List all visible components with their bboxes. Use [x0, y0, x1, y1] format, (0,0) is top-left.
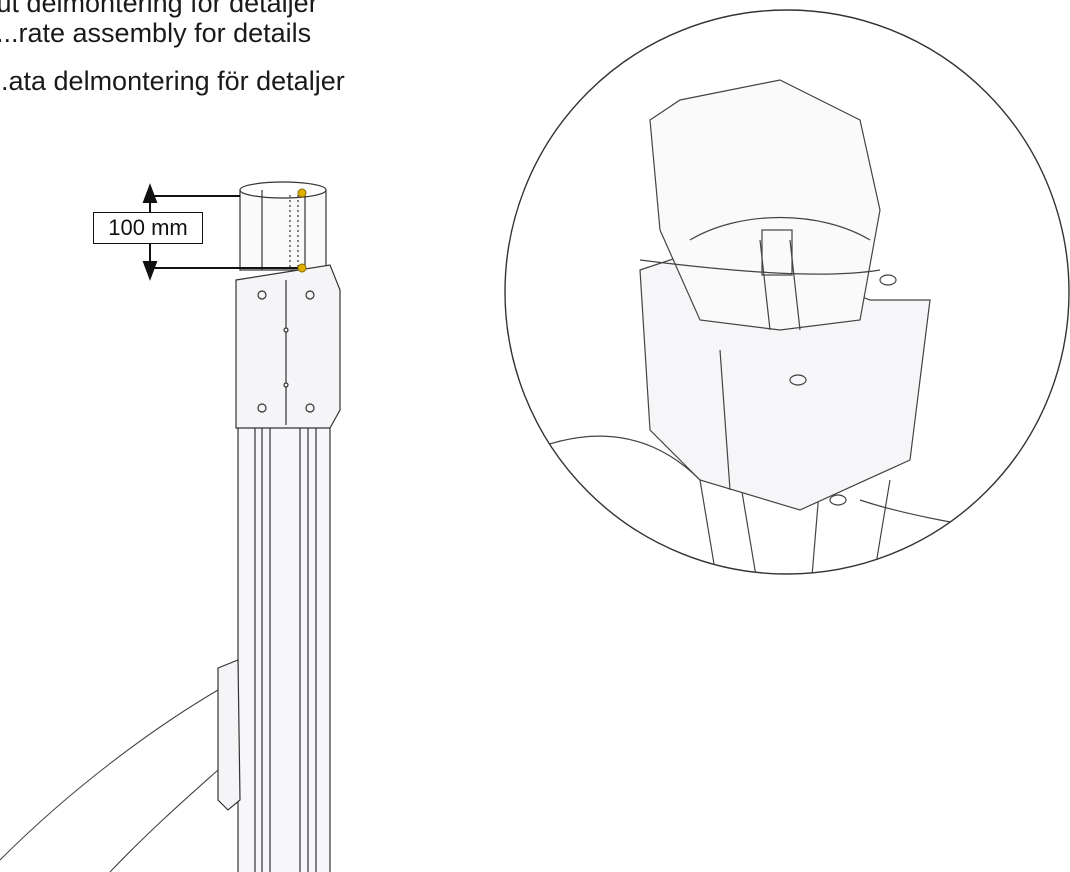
inner-tube: [239, 181, 327, 271]
column: [237, 419, 331, 872]
position-markers: [297, 188, 307, 273]
detail-circle: [504, 9, 1070, 575]
dimension-arrows: [142, 183, 300, 281]
caption-line-2: ...rate assembly for details: [0, 18, 312, 48]
caption-line-1: ...ut delmontering för detaljer: [0, 0, 318, 18]
collar-bracket: [235, 264, 341, 429]
side-clamp: [217, 659, 241, 811]
dimension-label: 100 mm: [93, 212, 203, 244]
caption-line-3: ...ata delmontering för detaljer: [0, 66, 345, 96]
support-arm: [0, 689, 219, 872]
